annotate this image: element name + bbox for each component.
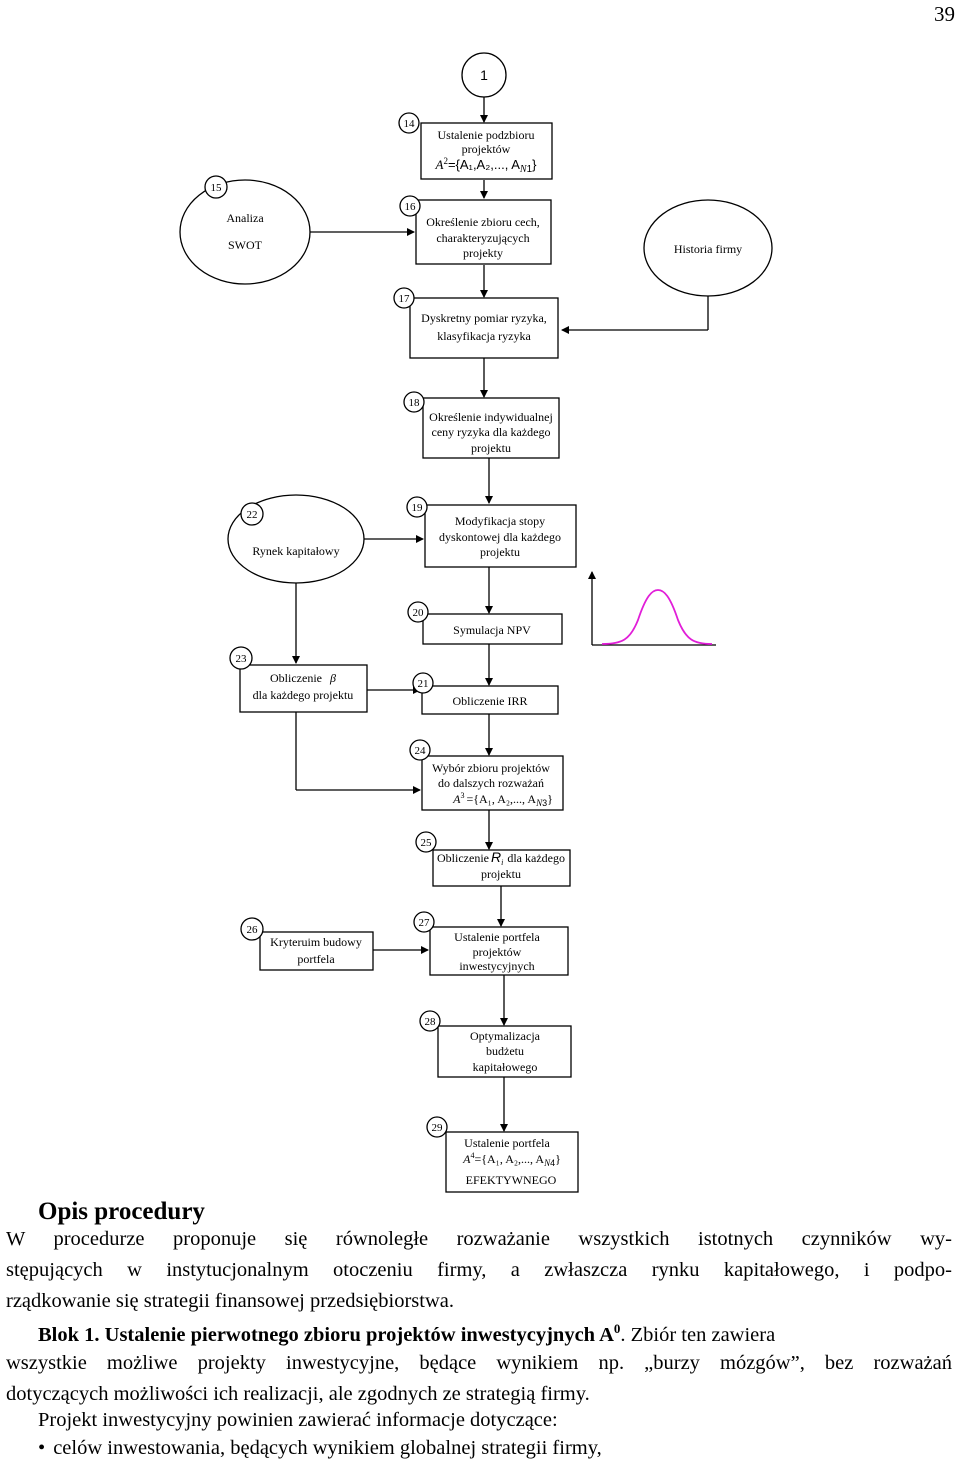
node-23-line2: dla każdego projektu [253, 688, 354, 702]
node-18-line1: Określenie indywidualnej [429, 410, 553, 424]
bullet-icon: • [38, 1437, 46, 1459]
node-17-line1: Dyskretny pomiar ryzyka, [421, 311, 547, 325]
paragraph-2-line-3: dotyczących możliwości ich realizacji, a… [6, 1383, 590, 1405]
node-24-formula: A3={A₁, A₂,..., AN3} [452, 791, 553, 808]
historia-label: Historia firmy [674, 242, 742, 256]
paragraph-2-line-1: Blok 1. Ustalenie pierwotnego zbioru pro… [38, 1321, 952, 1347]
node-26-num: 26 [247, 924, 259, 936]
node-15-num: 15 [211, 182, 223, 194]
node-26-line2: portfela [297, 952, 335, 966]
node-27-num: 27 [419, 917, 431, 929]
node-14-line2: projektów [462, 142, 511, 156]
node-19-box [424, 504, 577, 568]
node-16-box [415, 199, 552, 265]
node-29-line1: Ustalenie portfela [464, 1136, 550, 1150]
procedure-flowchart: 1 14 Ustalenie podzbioru projektów A2={A… [179, 52, 773, 1193]
node-14-num: 14 [404, 118, 416, 130]
node-15-line1: Analiza [226, 211, 264, 225]
paragraph-1-line-1: W procedurze proponuje się równoległe ro… [6, 1228, 952, 1250]
node-29-line3: EFEKTYWNEGO [466, 1173, 557, 1187]
node-20-line1: Symulacja NPV [453, 623, 531, 637]
paragraph-3-line-1: Projekt inwestycyjny powinien zawierać i… [38, 1409, 558, 1431]
node-14-box [420, 122, 553, 180]
node-23-box [239, 664, 368, 713]
node-16-line2: charakteryzujących [436, 231, 529, 245]
node-19-num: 19 [412, 502, 424, 514]
node-22-line1: Rynek kapitałowy [252, 544, 339, 558]
node-1-label: 1 [480, 67, 488, 83]
node-19-line3: projektu [480, 545, 520, 559]
node-18-num: 18 [409, 397, 421, 409]
block-1-title: Blok 1. Ustalenie pierwotnego zbioru pro… [38, 1323, 614, 1346]
node-18-line2: ceny ryzyka dla każdego [432, 425, 551, 439]
node-17-num: 17 [399, 293, 411, 305]
node-14-formula: A2={A₁,A₂,..., AN1} [435, 156, 538, 175]
node-29-box [445, 1131, 579, 1193]
block-1-rest: . Zbiór ten zawiera [620, 1323, 776, 1346]
node-26-line1: Kryteruim budowy [270, 935, 362, 949]
node-24-line2: do dalszych rozważań [438, 776, 544, 790]
node-27-line2: projektów [473, 945, 522, 959]
node-24-num: 24 [415, 745, 427, 757]
node-28-num: 28 [425, 1016, 437, 1028]
paragraph-2-line-2: wszystkie możliwe projekty inwestycyjne,… [6, 1352, 952, 1374]
node-16-num: 16 [405, 201, 417, 213]
node-18-box [422, 397, 560, 459]
node-19-line2: dyskontowej dla każdego [439, 530, 561, 544]
node-17-line2: klasyfikacja ryzyka [437, 329, 531, 343]
node-16-line3: projekty [463, 246, 503, 260]
node-15-ellipse [179, 179, 311, 285]
paragraph-1-line-2: stępujących w instytucjonalnym otoczeniu… [6, 1259, 952, 1281]
distribution-curve [601, 589, 713, 645]
node-27-box [429, 926, 569, 976]
node-24-box [421, 755, 564, 811]
page-number: 39 [934, 2, 955, 26]
node-27-line3: inwestycyjnych [459, 959, 534, 973]
node-20-box [422, 613, 563, 645]
node-24-line1: Wybór zbioru projektów [432, 761, 550, 775]
node-29-formula: A4={A₁, A₂,..., AN4} [462, 1151, 561, 1168]
node-22-num: 22 [247, 509, 258, 521]
paragraph-1-line-3: rządkowanie się strategii finansowej prz… [6, 1290, 454, 1312]
node-23-num: 23 [236, 653, 248, 665]
node-21-box [421, 685, 559, 715]
node-16-line1: Określenie zbioru cech, [426, 215, 540, 229]
node-17-box [409, 297, 559, 359]
node-25-line2: projektu [481, 867, 521, 881]
node-15-line2: SWOT [228, 238, 263, 252]
node-25-num: 25 [421, 837, 433, 849]
node-14-line1: Ustalenie podzbioru [438, 128, 535, 142]
node-26-box [259, 931, 374, 971]
node-28-line2: budżetu [486, 1044, 524, 1058]
node-21-line1: Obliczenie IRR [453, 694, 528, 708]
block-1-sup: 0 [613, 1321, 621, 1336]
node-18-line3: projektu [471, 441, 511, 455]
node-20-num: 20 [413, 607, 425, 619]
node-28-line1: Optymalizacja [470, 1029, 541, 1043]
node-29-num: 29 [432, 1122, 444, 1134]
bullet-item-1-text: celów inwestowania, będących wynikiem gl… [53, 1437, 602, 1459]
node-21-num: 21 [418, 678, 429, 690]
node-27-line1: Ustalenie portfela [454, 930, 540, 944]
bullet-item-1: • celów inwestowania, będących wynikiem g… [38, 1437, 602, 1460]
section-heading: Opis procedury [38, 1198, 205, 1225]
node-28-line3: kapitałowego [473, 1060, 538, 1074]
node-19-line1: Modyfikacja stopy [455, 514, 545, 528]
